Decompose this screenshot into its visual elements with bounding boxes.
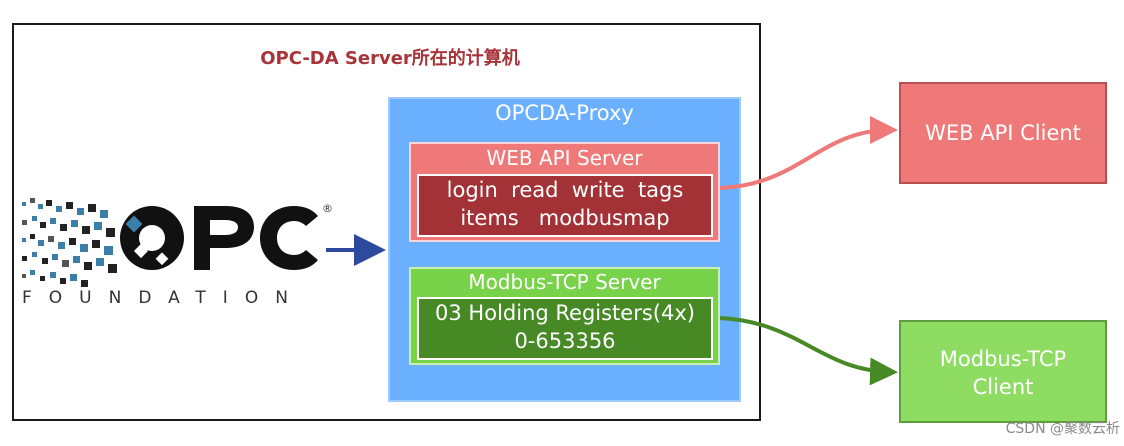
computer-box-title: OPC-DA Server所在的计算机 [260,48,520,69]
modbus-tcp-server-title: Modbus-TCP Server [468,270,661,294]
csdn-watermark: CSDN @聚数云析 [1005,421,1120,437]
modbus-server-to-client-arrow [719,316,898,386]
web-api-endpoints-line1: login read write tags [446,178,684,202]
logo-opc-letters [120,206,318,270]
web-api-server-title: WEB API Server [486,146,643,170]
logo-registered-mark: ® [322,202,332,215]
modbus-client-label-line1: Modbus-TCP [939,347,1067,371]
modbus-registers-line2: 0-653356 [514,329,616,353]
web-api-client-box: WEB API Client [899,82,1107,184]
logo-dot-pattern [22,198,117,287]
web-api-client-label: WEB API Client [925,121,1081,145]
web-api-endpoints-box: login read write tags items modbusmap [417,174,713,237]
modbus-registers-line1: 03 Holding Registers(4x) [435,301,695,325]
opc-foundation-logo: ® [22,198,332,287]
modbus-client-label-line2: Client [972,375,1034,399]
web-server-to-client-arrow [719,116,898,190]
modbus-registers-box: 03 Holding Registers(4x) 0-653356 [417,297,713,360]
opcda-proxy-title: OPCDA-Proxy [495,101,634,125]
web-api-endpoints-line2: items modbusmap [460,206,670,230]
modbus-tcp-client-box: Modbus-TCP Client [899,320,1107,423]
logo-foundation-text: FOUNDATION [22,288,305,308]
